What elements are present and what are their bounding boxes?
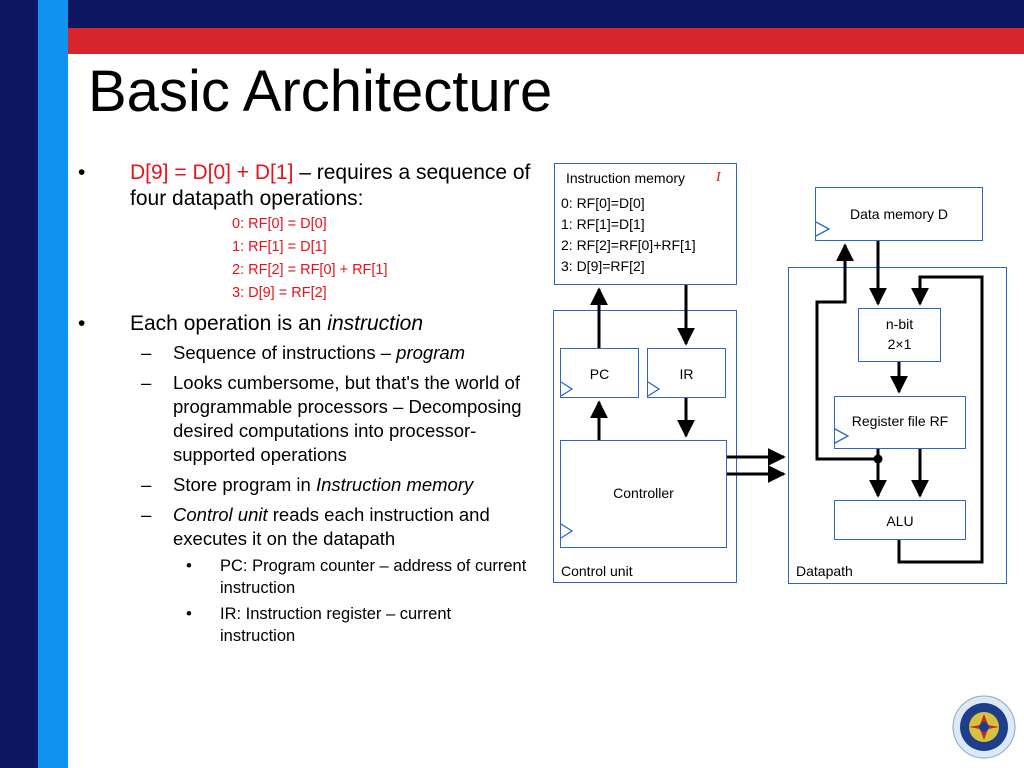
clock-triangle-icon (560, 381, 574, 397)
slide-title: Basic Architecture (88, 59, 553, 124)
left-navy-bar (0, 0, 38, 768)
clock-triangle-icon (647, 381, 661, 397)
pc-label: PC (589, 366, 610, 382)
dash-mark: – (141, 474, 152, 495)
ir-label: IR (679, 366, 694, 382)
header-navy-bar (0, 0, 1024, 28)
bullet-list: • D[9] = D[0] + D[1] – requires a sequen… (74, 160, 534, 647)
university-seal-icon (952, 695, 1016, 759)
controller-box (560, 440, 727, 548)
mux-label-line1: n-bit (885, 316, 914, 332)
control-unit-label: Control unit (561, 563, 633, 579)
mux-box (858, 308, 941, 362)
data-memory-label: Data memory D (849, 206, 949, 222)
bullet-text: – requires a sequence of four datapath o… (130, 161, 531, 210)
register-file-label: Register file RF (851, 413, 949, 429)
arrow-icon (897, 275, 984, 564)
instruction-memory-symbol: I (716, 170, 721, 185)
header-red-bar (0, 28, 1024, 54)
dash-mark: – (141, 372, 152, 393)
subsubbullet-pc: • PC: Program counter – address of curre… (74, 555, 534, 599)
register-file-box (834, 396, 966, 449)
subbullet-emphasis: Instruction memory (315, 474, 474, 495)
junction-dot (873, 454, 883, 464)
subbullet-text: Store program in (173, 474, 316, 495)
dash-mark: – (141, 504, 152, 525)
operation-line: 2: RF[2] = RF[0] + RF[1] (232, 262, 388, 278)
subbullet-text: Sequence of instructions – (173, 342, 397, 363)
subbullet-emphasis: program (396, 342, 466, 363)
subbullet-text: Looks cumbersome, but that's the world o… (173, 372, 522, 465)
operation-list: 0: RF[0] = D[0] 1: RF[1] = D[1] 2: RF[2]… (74, 213, 534, 305)
imem-line: 2: RF[2]=RF[0]+RF[1] (561, 237, 696, 253)
instruction-memory-title: Instruction memory (566, 170, 686, 186)
operation-line: 1: RF[1] = D[1] (232, 239, 327, 255)
bullet-requires-sequence: • D[9] = D[0] + D[1] – requires a sequen… (74, 160, 534, 212)
alu-box (834, 500, 966, 540)
clock-triangle-icon (815, 221, 831, 237)
bullet-mark: • (186, 557, 192, 575)
clock-triangle-icon (834, 428, 850, 444)
mux-label-line2: 2×1 (887, 336, 912, 352)
imem-line: 0: RF[0]=D[0] (561, 195, 645, 211)
arrow-icon (815, 243, 878, 461)
subbullet-control-unit: – Control unit reads each instruction an… (74, 503, 534, 551)
imem-line: 3: D[9]=RF[2] (561, 258, 645, 274)
bullet-instruction: • Each operation is an instruction (74, 311, 534, 337)
bullet-emphasis: instruction (327, 312, 424, 335)
datapath-label: Datapath (796, 563, 853, 579)
operation-line: 3: D[9] = RF[2] (232, 285, 327, 301)
instruction-memory-box (554, 163, 737, 285)
bullet-mark: • (186, 605, 192, 623)
subsubbullet-text: PC: Program counter – address of current… (220, 557, 527, 597)
ir-box (647, 348, 726, 398)
equation-text: D[9] = D[0] + D[1] (130, 161, 294, 184)
bullet-text: Each operation is an (130, 312, 328, 335)
subbullet-cumbersome: – Looks cumbersome, but that's the world… (74, 371, 534, 467)
controller-label: Controller (613, 485, 674, 501)
operation-line: 0: RF[0] = D[0] (232, 216, 327, 232)
dash-mark: – (141, 342, 152, 363)
data-memory-box (815, 187, 983, 241)
imem-line: 1: RF[1]=D[1] (561, 216, 645, 232)
subbullet-emphasis: Control unit (173, 504, 268, 525)
subsubbullet-text: IR: Instruction register – current instr… (220, 605, 452, 645)
subsubbullet-ir: • IR: Instruction register – current ins… (74, 603, 534, 647)
left-blue-bar (38, 0, 68, 768)
pc-box (560, 348, 639, 398)
subbullet-program: – Sequence of instructions – program (74, 341, 534, 365)
subbullet-text: reads each instruction and executes it o… (173, 504, 490, 549)
bullet-mark: • (78, 312, 86, 335)
subbullet-store-program: – Store program in Instruction memory (74, 473, 534, 497)
bullet-mark: • (78, 161, 86, 184)
alu-label: ALU (886, 513, 914, 529)
clock-triangle-icon (560, 523, 574, 539)
